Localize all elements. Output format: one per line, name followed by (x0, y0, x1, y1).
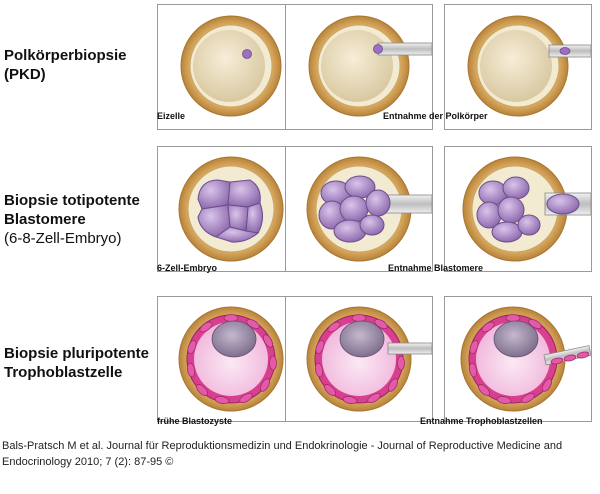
early-blastocyst-illustration (178, 306, 284, 412)
row-title-line1: Biopsie pluripotente (4, 345, 150, 362)
removed-trophoblast-cells-icon (550, 351, 590, 365)
panel-trophoblast-aspiration (285, 296, 433, 422)
row-title-sub: (6-8-Zell-Embryo) (4, 230, 122, 247)
blastomere-cluster (197, 179, 264, 243)
panel-blastomere-removed (444, 146, 592, 272)
caption-blastomere-removal: Entnahme Blastomere (388, 263, 484, 273)
6-cell-embryo-illustration (178, 156, 284, 262)
polar-body-icon (242, 49, 252, 59)
panel-trophoblast-removed (444, 296, 592, 422)
polar-body-aspiration-illustration (308, 15, 432, 117)
trophoblast-removed-illustration (460, 306, 591, 412)
panel-blastomere-aspiration (285, 146, 433, 272)
row-title-line2: (PKD) (4, 66, 46, 83)
blastomere-aspiration-illustration (306, 156, 432, 262)
trophoblast-ring (314, 314, 405, 405)
row-title-blastomere: Biopsie totipotente Blastomere (6-8-Zell… (4, 191, 140, 248)
caption-oocyte: Eizelle (157, 111, 186, 121)
caption-polar-body-removal: Entnahme der Polkörper (383, 111, 488, 121)
removed-blastomere-icon (546, 193, 580, 215)
inner-cell-mass-icon (339, 320, 385, 358)
panel-polar-body-aspiration (285, 4, 433, 130)
pipette-icon (387, 342, 432, 355)
polar-body-removed-illustration (467, 15, 591, 117)
row-title-line2: Blastomere (4, 211, 86, 228)
inner-cell-mass-icon (211, 320, 257, 358)
caption-early-blastocyst: frühe Blastozyste (157, 416, 233, 426)
caption-6-cell-embryo: 6-Zell-Embryo (157, 263, 218, 273)
panel-early-blastocyst (157, 296, 305, 422)
row-title-line2: Trophoblastzelle (4, 364, 123, 381)
oocyte-illustration (180, 15, 282, 117)
citation: Bals-Pratsch M et al. Journal für Reprod… (2, 440, 563, 468)
panel-oocyte (157, 4, 305, 130)
row-title-line1: Polkörperbiopsie (4, 47, 127, 64)
polar-body-icon (373, 44, 383, 54)
caption-trophoblast-removal: Entnahme Trophoblastzellen (420, 416, 543, 426)
blastomere-cluster (318, 175, 391, 243)
blastomere-cluster (476, 176, 541, 243)
trophoblast-aspiration-illustration (306, 306, 432, 412)
polar-body-icon (559, 47, 571, 55)
panel-6-cell-embryo (157, 146, 305, 272)
trophoblast-ring (468, 314, 553, 405)
inner-cell-mass-icon (493, 320, 539, 358)
row-title-trophoblast: Biopsie pluripotente Trophoblastzelle (4, 344, 149, 382)
pipette-icon (377, 42, 432, 56)
panel-polar-body-removed (444, 4, 592, 130)
row-title-line1: Biopsie totipotente (4, 192, 140, 209)
blastomere-removed-illustration (462, 156, 591, 262)
row-title-pkd: Polkörperbiopsie (PKD) (4, 46, 127, 84)
